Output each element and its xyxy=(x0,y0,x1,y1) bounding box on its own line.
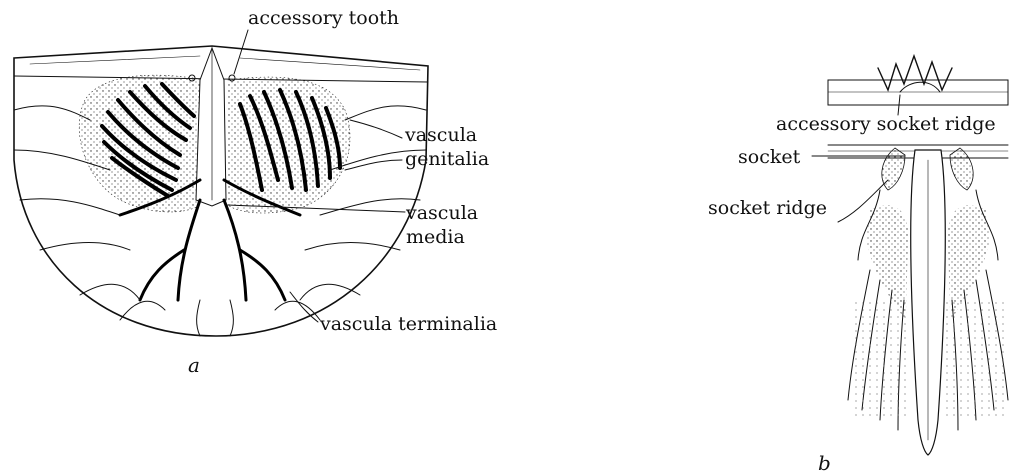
panel-letter-b: b xyxy=(818,451,831,473)
label-vascula-media-line1: vascula xyxy=(405,202,478,224)
label-accessory-tooth: accessory tooth xyxy=(248,7,399,29)
label-socket-ridge: socket ridge xyxy=(708,197,827,219)
label-socket: socket xyxy=(738,146,801,168)
panel-a-drawing xyxy=(14,30,428,336)
panel-letter-a: a xyxy=(188,353,200,377)
label-accessory-socket-ridge: accessory socket ridge xyxy=(776,113,996,135)
socket-left xyxy=(882,148,905,190)
socket-right xyxy=(950,148,973,190)
label-vascula-media-line2: media xyxy=(406,226,465,248)
label-vascula-terminalia: vascula terminalia xyxy=(319,313,497,335)
hinge-fragment xyxy=(828,80,1008,105)
label-vascula-genitalia-line1: vascula xyxy=(404,124,477,146)
label-vascula-genitalia-line2: genitalia xyxy=(405,148,489,170)
median-septum xyxy=(196,48,226,206)
